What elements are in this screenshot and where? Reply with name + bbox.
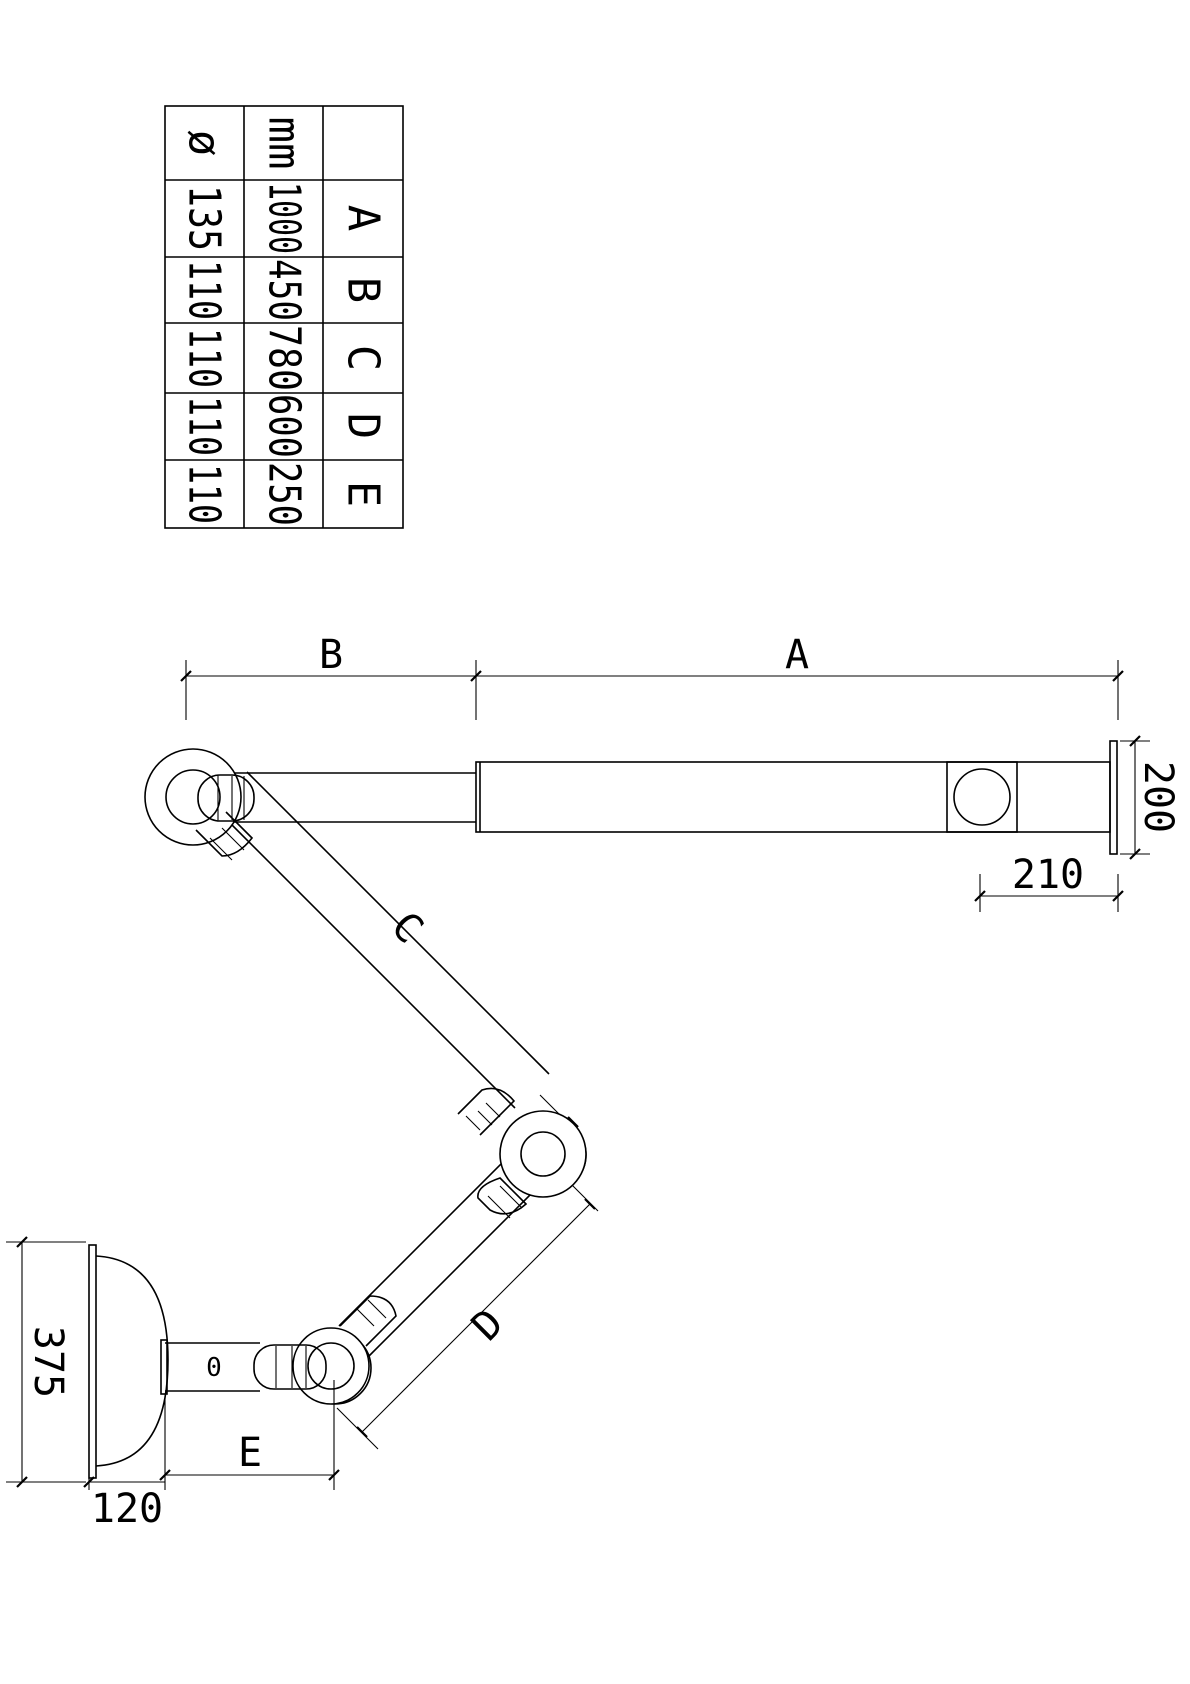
table-diameter-cell: 110: [179, 464, 230, 524]
dimension-b: B: [180, 632, 482, 720]
dimension-e: E: [159, 1380, 340, 1490]
table-header-cell: D: [338, 413, 389, 440]
extraction-hood: [88, 1244, 169, 1479]
tube-a-joint-circle: [953, 768, 1011, 826]
dimension-120-label: 120: [91, 1486, 163, 1532]
dimension-210: 210: [974, 852, 1124, 912]
dimension-d-label: D: [463, 1300, 513, 1350]
tube-c: C: [204, 763, 583, 1138]
table-header-cell: E: [338, 481, 389, 508]
table-diameter-cell: 110: [179, 396, 230, 456]
table-diameter-cell: ø: [179, 130, 230, 157]
table-mm-cell: 600: [259, 394, 310, 458]
tube-a-joint-box: [946, 761, 1018, 833]
table-mm-cell: 450: [259, 259, 310, 321]
spec-table: A B C D E mm 1000 450 780 600 250 ø 135 …: [164, 105, 404, 529]
tube-b: [193, 772, 476, 823]
dimension-210-label: 210: [1012, 852, 1084, 898]
table-mm-cell: mm: [259, 117, 310, 170]
dimension-c-label: C: [382, 903, 432, 953]
table-header-cell: C: [338, 345, 389, 372]
table-diameter-cell: 110: [179, 260, 230, 320]
table-diameter-cell: 110: [179, 328, 230, 388]
dimension-375: 375: [6, 1236, 86, 1488]
dimension-e-label: E: [238, 1430, 262, 1476]
table-diameter-cell: 135: [179, 185, 230, 251]
dimension-a-label: A: [785, 632, 809, 678]
table-header-cell: B: [338, 277, 389, 304]
wall-flange: [1109, 740, 1118, 855]
table-mm-cell: 780: [259, 325, 310, 391]
dimension-200-label: 200: [1135, 761, 1181, 833]
joint-right-elbow: [457, 1087, 587, 1219]
table-border: [164, 105, 404, 529]
dimension-a: A: [476, 632, 1124, 720]
tube-e: 0: [165, 1342, 260, 1392]
joint-lower-left: [253, 1295, 397, 1405]
tube-e-mark: 0: [206, 1353, 222, 1383]
dimension-200: 200: [1120, 735, 1181, 860]
table-mm-cell: 1000: [259, 182, 310, 254]
dimension-375-label: 375: [25, 1326, 71, 1398]
table-mm-cell: 250: [259, 462, 310, 526]
dimension-b-label: B: [319, 632, 343, 678]
dimension-120: 120: [83, 1476, 165, 1532]
table-header-cell: A: [338, 205, 389, 232]
joint-upper-left: [144, 748, 255, 861]
tube-a: [475, 761, 1111, 833]
